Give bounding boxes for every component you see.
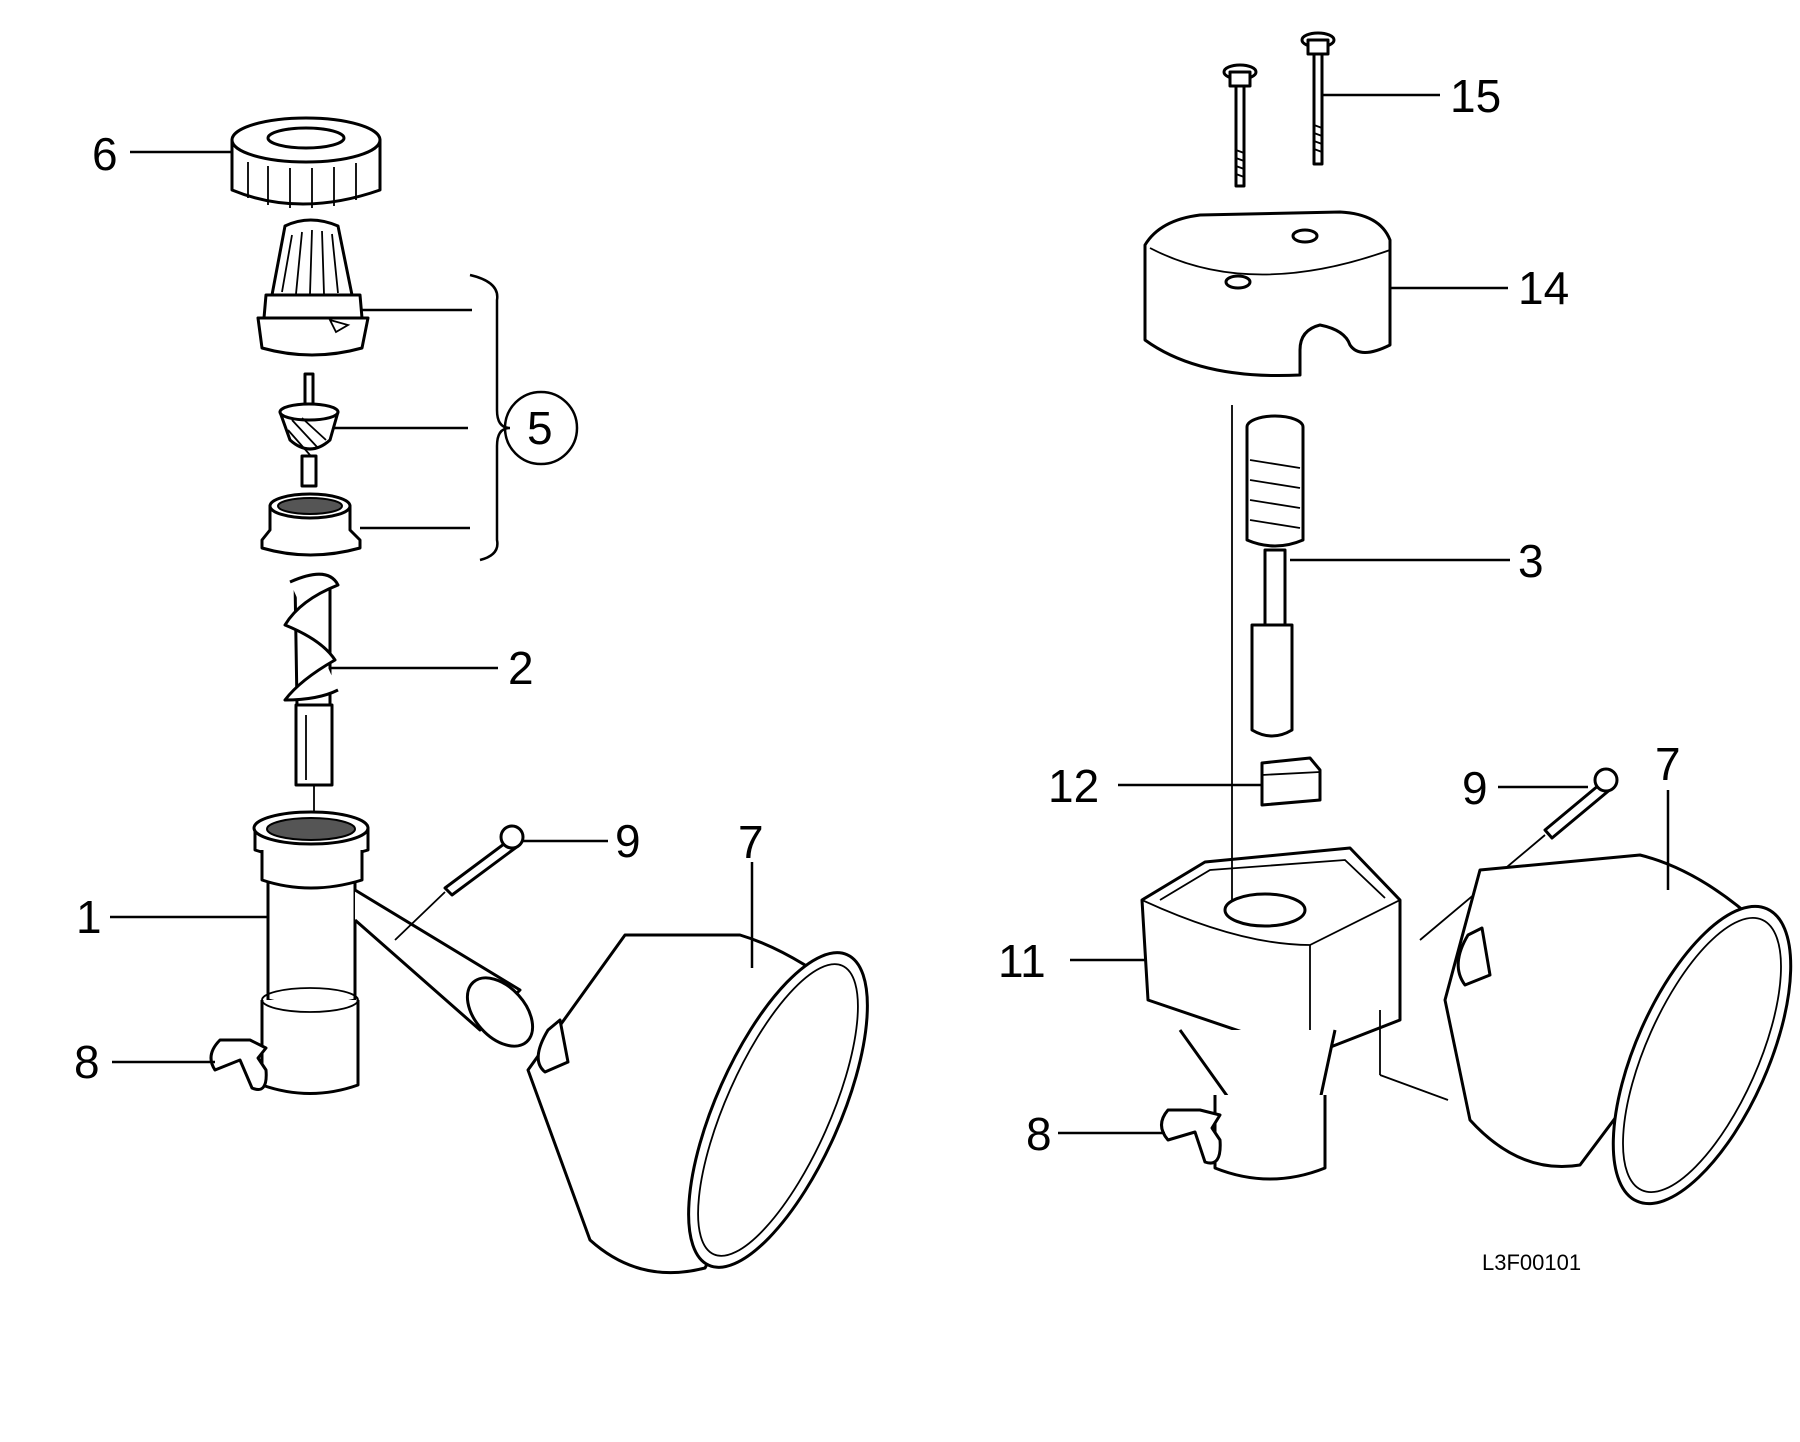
label-7-left: 7 [738, 816, 764, 868]
part-5-burr-spindle [278, 372, 340, 488]
part-5-burr-cone [256, 218, 370, 357]
label-1: 1 [76, 891, 102, 943]
part-8-wing-screw-left [209, 1038, 268, 1091]
part-1-t-pipe-housing [252, 810, 535, 1095]
label-9-right: 9 [1462, 762, 1488, 814]
leader-lines-left [110, 150, 754, 1064]
part-6-knurled-ring [230, 116, 382, 208]
label-12: 12 [1048, 760, 1099, 812]
part-5-burr-ring [260, 492, 362, 557]
part-3-drive-shaft [1245, 414, 1305, 738]
part-2-auger [283, 572, 340, 825]
part-7-container-right [1443, 853, 1793, 1206]
part-15-pins [1222, 31, 1336, 188]
label-8-left: 8 [74, 1036, 100, 1088]
label-9-left: 9 [615, 815, 641, 867]
label-6: 6 [92, 128, 118, 180]
label-11: 11 [998, 935, 1046, 987]
drawing-code: L3F00101 [1482, 1250, 1581, 1275]
part-7-container-left [526, 933, 869, 1275]
label-15: 15 [1450, 70, 1501, 122]
label-5: 5 [527, 402, 553, 454]
part-12-block [1260, 756, 1322, 807]
label-14: 14 [1518, 262, 1569, 314]
part-8-wing-screw-right [1160, 1108, 1222, 1165]
part-11-base-housing [1140, 846, 1402, 1181]
part-9-screw-left [394, 824, 525, 941]
part-14-cover [1143, 210, 1392, 378]
label-7-right: 7 [1655, 738, 1681, 790]
leader-lines-right [1058, 93, 1670, 1135]
label-2: 2 [508, 642, 534, 694]
label-8-right: 8 [1026, 1108, 1052, 1160]
part-9-screw-right [1419, 767, 1619, 941]
label-3: 3 [1518, 535, 1544, 587]
